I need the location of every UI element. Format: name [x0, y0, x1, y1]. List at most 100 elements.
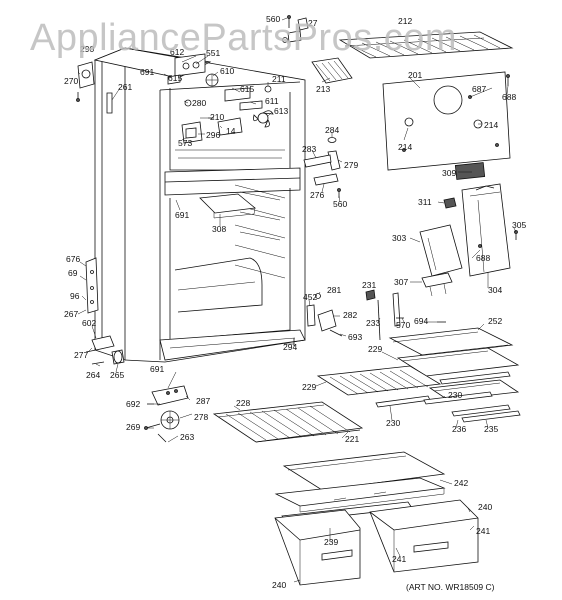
- glass-shelf-228: [212, 401, 364, 443]
- label-263: 263: [180, 432, 194, 442]
- top-hinge-parts: [282, 15, 309, 43]
- label-233: 233: [366, 318, 380, 328]
- label-69: 69: [68, 268, 78, 278]
- label-277: 277: [74, 350, 88, 360]
- label-284: 284: [325, 125, 339, 135]
- label-211: 211: [272, 74, 286, 84]
- label-261: 261: [118, 82, 132, 92]
- label-676: 676: [66, 254, 80, 264]
- label-615-top: 615: [168, 73, 182, 83]
- label-693: 693: [348, 332, 362, 342]
- ice-tray-213: [311, 57, 353, 84]
- label-687: 687: [472, 84, 486, 94]
- label-280: 280: [192, 98, 206, 108]
- label-230-right: 230: [448, 390, 462, 400]
- label-241-right: 241: [476, 526, 490, 536]
- label-305: 305: [512, 220, 526, 230]
- label-228: 228: [236, 398, 250, 408]
- label-691-bottom: 691: [150, 364, 164, 374]
- light-socket-parts: [303, 137, 341, 198]
- label-290: 290: [80, 44, 94, 54]
- evaporator-fan-assembly: [167, 53, 274, 144]
- label-242: 242: [454, 478, 468, 488]
- label-602: 602: [82, 318, 96, 328]
- cabinet-bottom-parts: [85, 335, 189, 443]
- label-235: 235: [484, 424, 498, 434]
- air-duct-308: [199, 193, 256, 219]
- label-270: 270: [64, 76, 78, 86]
- label-236: 236: [452, 424, 466, 434]
- label-27: 27: [308, 18, 318, 28]
- label-688-top: 688: [502, 92, 516, 102]
- label-96: 96: [70, 291, 80, 301]
- crisper-drawers: [274, 499, 479, 586]
- label-694: 694: [414, 316, 428, 326]
- label-278: 278: [194, 412, 208, 422]
- label-221: 221: [345, 434, 359, 444]
- screw-688: [506, 74, 510, 86]
- label-264: 264: [86, 370, 100, 380]
- label-612: 612: [170, 47, 184, 57]
- label-281: 281: [327, 285, 341, 295]
- evaporator-cover-201: [382, 71, 511, 171]
- label-688-mid: 688: [476, 253, 490, 263]
- label-303: 303: [392, 233, 406, 243]
- freezer-shelf-212: [338, 31, 514, 59]
- label-201: 201: [408, 70, 422, 80]
- air-duct-assembly: [419, 183, 518, 297]
- label-267: 267: [64, 309, 78, 319]
- label-283: 283: [302, 144, 316, 154]
- label-615: 615: [240, 84, 254, 94]
- label-265: 265: [110, 370, 124, 380]
- label-229-left: 229: [302, 382, 316, 392]
- label-240-left: 240: [272, 580, 286, 590]
- label-691-mid: 691: [175, 210, 189, 220]
- label-294: 294: [283, 342, 297, 352]
- temperature-control-270: [76, 61, 95, 102]
- label-214-left: 214: [398, 142, 412, 152]
- label-240-right: 240: [478, 502, 492, 512]
- label-276: 276: [310, 190, 324, 200]
- label-plate-309: [454, 162, 486, 180]
- label-239: 239: [324, 537, 338, 547]
- label-560-mid: 560: [333, 199, 347, 209]
- label-573: 573: [178, 138, 192, 148]
- label-214-right: 214: [484, 120, 498, 130]
- label-241-center: 241: [392, 554, 406, 564]
- upper-shelves: [316, 327, 521, 423]
- label-213: 213: [316, 84, 330, 94]
- label-212: 212: [398, 16, 412, 26]
- part-number-labels: 560 27 212 290 612 551 691 615 610 270 2…: [64, 14, 526, 590]
- label-311: 311: [418, 197, 432, 207]
- label-230-left: 230: [386, 418, 400, 428]
- label-287: 287: [196, 396, 210, 406]
- label-269: 269: [126, 422, 140, 432]
- label-570: 570: [396, 320, 410, 330]
- label-307: 307: [394, 277, 408, 287]
- label-610: 610: [220, 66, 234, 76]
- art-number: (ART NO. WR18509 C): [406, 582, 495, 592]
- hinge-parts-center: [293, 289, 446, 346]
- label-282: 282: [343, 310, 357, 320]
- label-229-right: 229: [368, 344, 382, 354]
- label-551: 551: [206, 48, 220, 58]
- label-308: 308: [212, 224, 226, 234]
- leader-lines: [77, 17, 517, 583]
- label-691-top: 691: [140, 67, 154, 77]
- label-560-top: 560: [266, 14, 280, 24]
- label-279: 279: [344, 160, 358, 170]
- label-231: 231: [362, 280, 376, 290]
- label-611: 611: [265, 96, 279, 106]
- label-210: 210: [210, 112, 224, 122]
- label-692: 692: [126, 399, 140, 409]
- label-613: 613: [274, 106, 288, 116]
- label-252: 252: [488, 316, 502, 326]
- label-304: 304: [488, 285, 502, 295]
- crisper-cover-242: [274, 451, 446, 513]
- watermark: AppliancePartsPros.com: [30, 17, 457, 59]
- label-309: 309: [442, 168, 456, 178]
- label-452: 452: [303, 292, 317, 302]
- label-14: 14: [226, 126, 236, 136]
- label-296: 296: [206, 130, 220, 140]
